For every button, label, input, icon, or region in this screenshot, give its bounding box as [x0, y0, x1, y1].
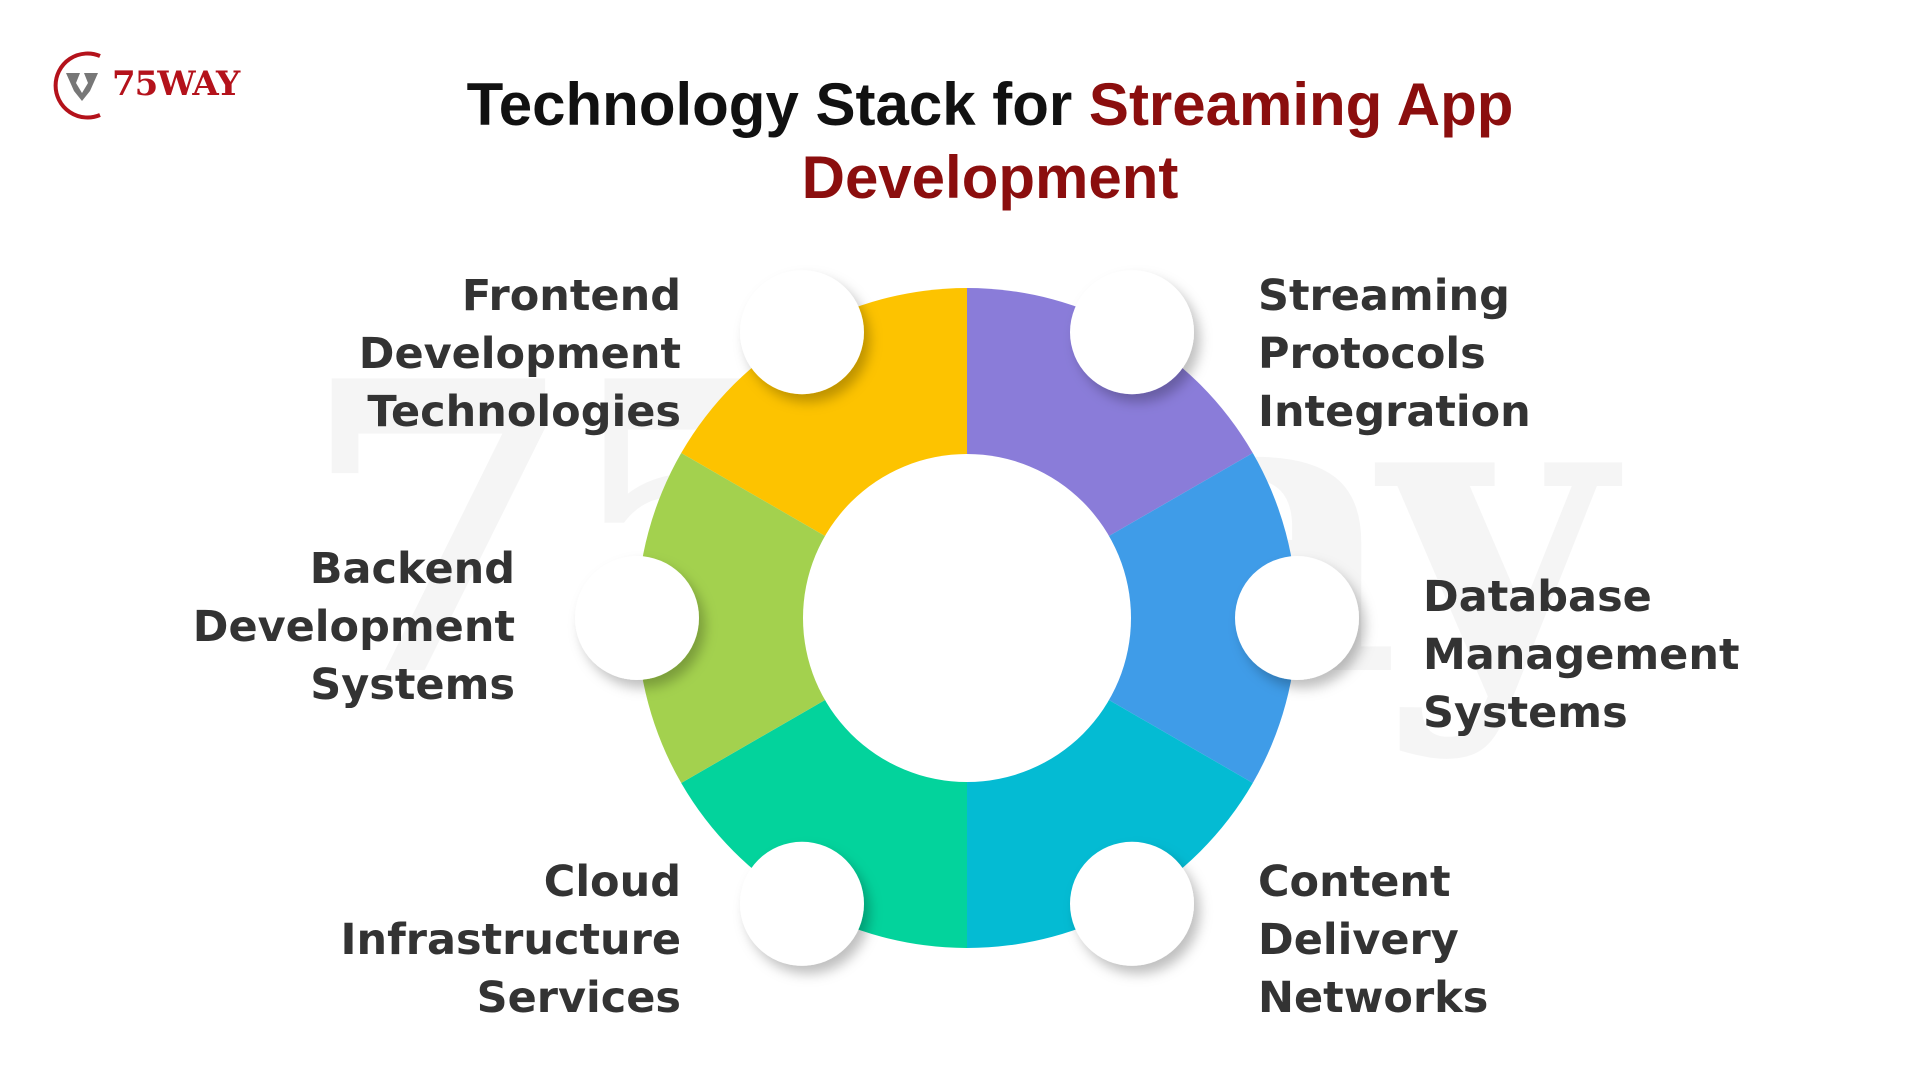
- label-frontend: Frontend Development Technologies: [359, 267, 681, 441]
- icon-circle-cloud: [740, 841, 864, 966]
- label-line: Frontend: [461, 271, 681, 321]
- label-line: Streaming: [1258, 271, 1510, 321]
- label-line: Integration: [1258, 387, 1531, 437]
- label-line: Development: [358, 329, 681, 379]
- label-database: Database Management Systems: [1423, 568, 1740, 742]
- label-line: Infrastructure: [340, 915, 681, 965]
- icon-circle-frontend: [740, 270, 864, 395]
- label-line: Protocols: [1258, 329, 1486, 379]
- label-line: Systems: [1423, 688, 1628, 738]
- brand-logo: 75WAY: [48, 48, 258, 123]
- icon-circle-database: [1235, 556, 1359, 680]
- label-line: Delivery: [1258, 915, 1459, 965]
- segment-database: [967, 453, 1297, 783]
- logo-emblem-icon: [53, 51, 101, 120]
- label-line: Networks: [1258, 973, 1489, 1023]
- title-part-3: Development: [801, 144, 1179, 211]
- label-line: Systems: [310, 660, 515, 710]
- label-line: Development: [192, 602, 515, 652]
- label-line: Management: [1423, 630, 1740, 680]
- icon-circle-streaming: [1070, 270, 1194, 395]
- label-backend: Backend Development Systems: [193, 540, 515, 714]
- label-line: Services: [476, 973, 681, 1023]
- title-part-1: Technology Stack for: [466, 71, 1089, 138]
- ring-center: [803, 454, 1131, 782]
- logo-text: 75WAY: [112, 64, 240, 104]
- label-line: Database: [1423, 572, 1652, 622]
- title-part-2: Streaming App: [1088, 71, 1514, 138]
- label-line: Technologies: [367, 387, 681, 437]
- segment-backend: [637, 453, 967, 783]
- label-cloud: Cloud Infrastructure Services: [340, 853, 681, 1027]
- page-title: Technology Stack for Streaming App Devel…: [0, 68, 1920, 214]
- label-line: Content: [1258, 857, 1451, 907]
- label-cdn: Content Delivery Networks: [1258, 853, 1488, 1027]
- label-streaming: Streaming Protocols Integration: [1258, 267, 1531, 441]
- label-line: Cloud: [543, 857, 681, 907]
- label-line: Backend: [309, 544, 515, 594]
- icon-circle-backend: [575, 556, 699, 680]
- icon-circle-cdn: [1070, 841, 1194, 966]
